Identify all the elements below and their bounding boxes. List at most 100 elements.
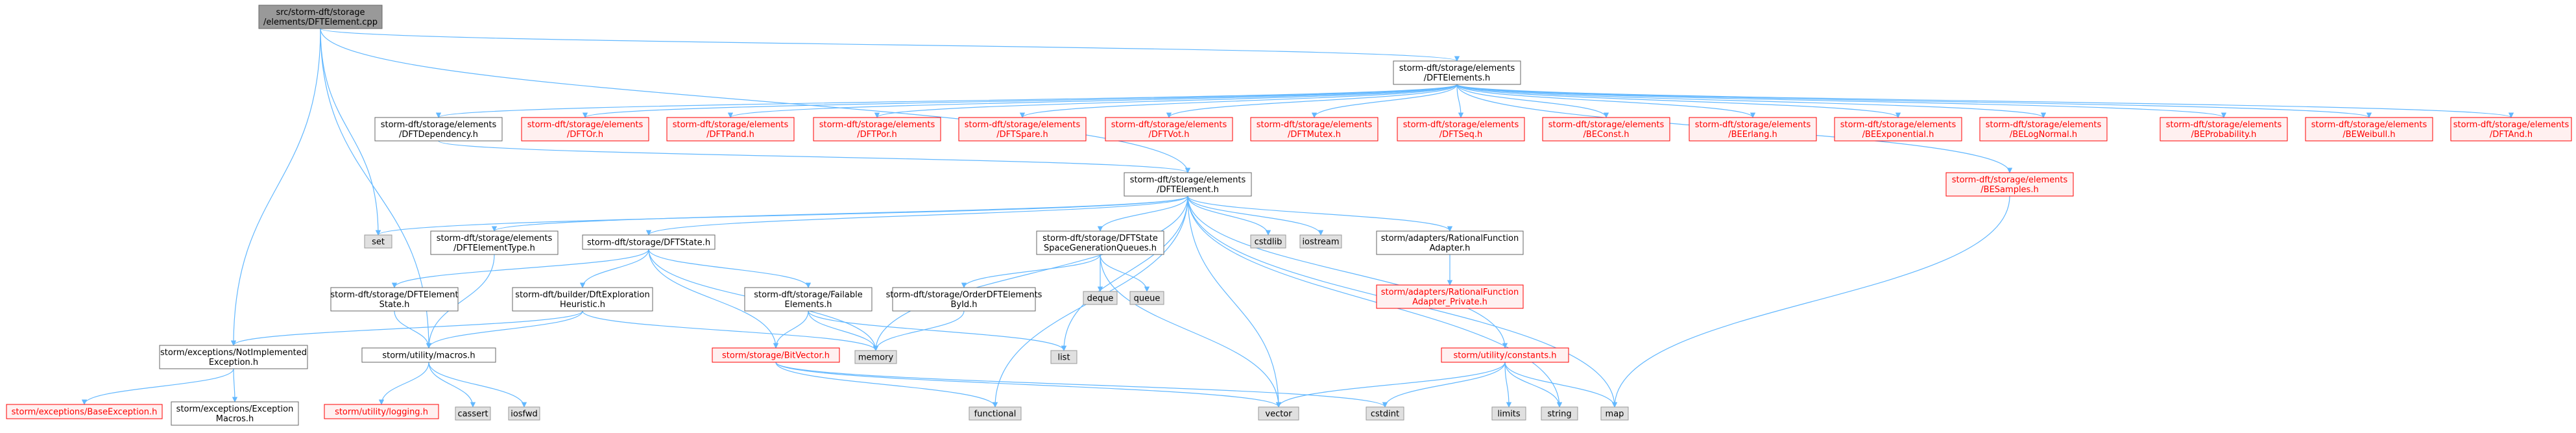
node-box-beexp — [1834, 117, 1962, 142]
node-box-macros — [361, 347, 496, 363]
node-box-constants — [1441, 347, 1569, 363]
node-beprob[interactable]: storm-dft/storage/elements/BEProbability… — [2160, 117, 2288, 142]
node-label-element_h-line-1: /DFTElement.h — [1157, 185, 1219, 195]
node-label-sgq-line-0: storm-dft/storage/DFTState — [1042, 234, 1158, 243]
edge-notimpl-to-excmacros — [232, 368, 238, 402]
edge-elements_h-to-vot — [1166, 84, 1458, 118]
edge-root-to-elements_h — [320, 28, 1460, 62]
node-label-string-line-0: string — [1547, 410, 1571, 419]
node-box-element_h — [1124, 172, 1252, 197]
edge-heuristic-to-memory — [582, 310, 879, 351]
node-root[interactable]: src/storm-dft/storage/elements/DFTElemen… — [258, 5, 383, 29]
node-label-excmacros-line-0: storm/exceptions/Exception — [176, 404, 294, 414]
node-box-bitvector — [712, 347, 840, 363]
node-constants[interactable]: storm/utility/constants.h — [1441, 347, 1569, 363]
node-box-functional — [969, 406, 1022, 421]
node-box-baseexc — [6, 404, 163, 419]
edge-sgq-to-queue — [1100, 254, 1150, 292]
node-label-root-line-0: src/storm-dft/storage — [276, 8, 365, 18]
node-cstdint: cstdint — [1366, 406, 1404, 421]
node-label-constants-line-0: storm/utility/constants.h — [1454, 351, 1557, 361]
node-and[interactable]: storm-dft/storage/elements/DFTAnd.h — [2450, 117, 2572, 142]
node-element_h[interactable]: storm-dft/storage/elements/DFTElement.h — [1124, 172, 1252, 197]
node-label-cstdint-line-0: cstdint — [1371, 410, 1399, 419]
node-box-sgq — [1036, 230, 1164, 255]
node-box-cstdint — [1366, 406, 1404, 421]
node-beexp[interactable]: storm-dft/storage/elements/BEExponential… — [1834, 117, 1962, 142]
edge-constants-to-string — [1504, 362, 1563, 408]
node-label-spare-line-1: /DFTSpare.h — [996, 130, 1048, 140]
node-label-dftstate-line-0: storm-dft/storage/DFTState.h — [587, 238, 710, 248]
node-box-belognormal — [1979, 117, 2108, 142]
node-box-heuristic — [512, 287, 653, 312]
edge-heuristic-to-macros — [426, 310, 583, 349]
node-label-mutex-line-0: storm-dft/storage/elements — [1257, 120, 1373, 130]
node-elementtype[interactable]: storm-dft/storage/elements/DFTElementTyp… — [430, 230, 559, 255]
node-label-list-line-0: list — [1057, 353, 1070, 363]
edge-elements_h-to-beexp — [1456, 84, 1901, 118]
node-or[interactable]: storm-dft/storage/elements/DFTOr.h — [521, 117, 649, 142]
node-belognormal[interactable]: storm-dft/storage/elements/BELogNormal.h — [1979, 117, 2108, 142]
node-ratadapter_priv[interactable]: storm/adapters/RationalFunctionAdapter_P… — [1376, 284, 1524, 309]
node-spare[interactable]: storm-dft/storage/elements/DFTSpare.h — [958, 117, 1087, 142]
node-label-ratadapter-line-1: Adapter.h — [1430, 243, 1471, 253]
node-besamples[interactable]: storm-dft/storage/elements/BESamples.h — [1945, 172, 2074, 197]
node-label-belognormal-line-1: /BELogNormal.h — [2010, 130, 2077, 140]
node-beweibull[interactable]: storm-dft/storage/elements/BEWeibull.h — [2305, 117, 2433, 142]
node-label-elements_h-line-0: storm-dft/storage/elements — [1399, 64, 1515, 73]
edge-element_h-to-elementtype — [492, 195, 1188, 232]
edge-element_h-to-sgq — [1097, 195, 1188, 232]
node-box-iostream — [1299, 234, 1342, 249]
node-label-elementstate-line-0: storm-dft/storage/DFTElement — [330, 290, 458, 300]
node-label-root-line-1: /elements/DFTElement.cpp — [263, 18, 378, 27]
node-box-elementstate — [330, 287, 459, 312]
node-bitvector[interactable]: storm/storage/BitVector.h — [712, 347, 840, 363]
node-label-queue-line-0: queue — [1134, 294, 1161, 304]
node-por[interactable]: storm-dft/storage/elements/DFTPor.h — [813, 117, 941, 142]
edge-elements_h-to-spare — [1020, 84, 1458, 118]
node-macros[interactable]: storm/utility/macros.h — [361, 347, 496, 363]
node-queue: queue — [1129, 291, 1164, 305]
node-box-limits — [1491, 406, 1526, 421]
node-baseexc[interactable]: storm/exceptions/BaseException.h — [6, 404, 163, 419]
edge-element_h-to-cstdlib — [1187, 195, 1271, 236]
node-logging[interactable]: storm/utility/logging.h — [324, 404, 439, 419]
node-label-elementtype-line-0: storm-dft/storage/elements — [437, 234, 553, 243]
edge-sgq-to-orderbyid — [961, 254, 1101, 288]
node-vot[interactable]: storm-dft/storage/elements/DFTVot.h — [1105, 117, 1233, 142]
node-notimpl[interactable]: storm/exceptions/NotImplementedException… — [159, 345, 308, 369]
node-beerlang[interactable]: storm-dft/storage/elements/BEErlang.h — [1689, 117, 1817, 142]
node-elements_h[interactable]: storm-dft/storage/elements/DFTElements.h — [1393, 60, 1521, 85]
edge-constants-to-map — [1504, 362, 1618, 408]
node-dftstate[interactable]: storm-dft/storage/DFTState.h — [582, 234, 716, 250]
edge-element_h-to-dftstate — [646, 195, 1188, 236]
node-label-besamples-line-0: storm-dft/storage/elements — [1952, 175, 2068, 185]
node-pand[interactable]: storm-dft/storage/elements/DFTPand.h — [666, 117, 795, 142]
node-sgq[interactable]: storm-dft/storage/DFTStateSpaceGeneratio… — [1036, 230, 1164, 255]
node-dependency[interactable]: storm-dft/storage/elements/DFTDependency… — [374, 117, 503, 142]
node-set: set — [364, 234, 392, 249]
node-label-iostream-line-0: iostream — [1302, 238, 1339, 247]
node-label-por-line-1: /DFTPor.h — [857, 130, 897, 140]
edge-elements_h-to-seq — [1456, 84, 1464, 118]
node-label-and-line-1: /DFTAnd.h — [2490, 130, 2533, 140]
node-beconst[interactable]: storm-dft/storage/elements/BEConst.h — [1542, 117, 1670, 142]
node-label-beconst-line-1: /BEConst.h — [1583, 130, 1629, 140]
edge-constants-to-vector — [1275, 362, 1506, 408]
node-mutex[interactable]: storm-dft/storage/elements/DFTMutex.h — [1250, 117, 1378, 142]
node-box-vector — [1258, 406, 1299, 421]
node-label-iosfwd-line-0: iosfwd — [511, 410, 538, 419]
node-vector: vector — [1258, 406, 1299, 421]
node-label-beprob-line-1: /BEProbability.h — [2191, 130, 2257, 140]
edge-constants-to-cstdint — [1382, 362, 1506, 408]
edge-elementtype-to-macros — [426, 254, 495, 349]
node-box-orderbyid — [892, 287, 1036, 312]
node-label-set-line-0: set — [372, 238, 385, 247]
node-seq[interactable]: storm-dft/storage/elements/DFTSeq.h — [1397, 117, 1525, 142]
node-heuristic[interactable]: storm-dft/builder/DftExplorationHeuristi… — [512, 287, 653, 312]
